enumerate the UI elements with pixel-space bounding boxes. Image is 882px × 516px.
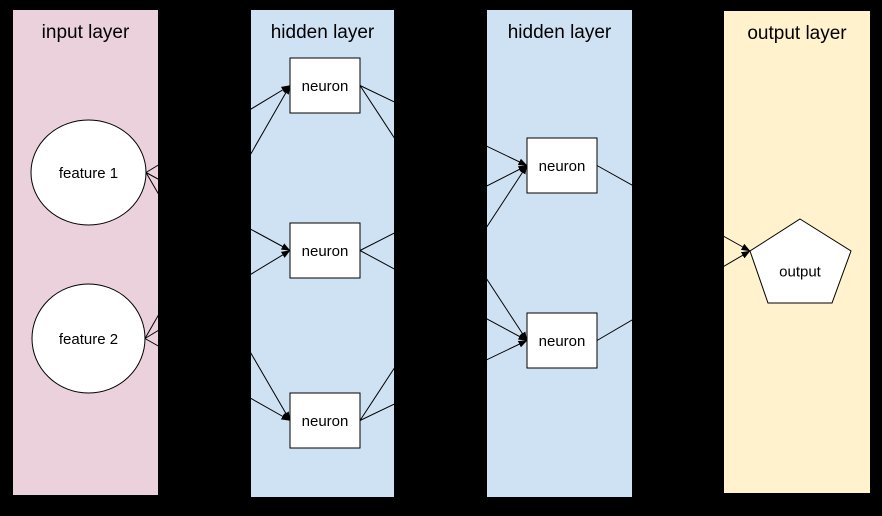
- hidden1-neuron-2-node: [289, 222, 361, 279]
- edge-hidden1-neuron-1-to-hidden2-neuron-1: [359, 85, 528, 166]
- hidden-layer-2-panel-title: hidden layer: [508, 22, 612, 43]
- hidden2-neuron-2-node: [526, 312, 598, 369]
- feature-2-node: [31, 283, 146, 394]
- edge-feature-1-to-hidden1-neuron-3: [145, 172, 291, 421]
- edge-hidden1-neuron-2-to-hidden2-neuron-2: [359, 250, 528, 341]
- input-layer-panel: [13, 10, 158, 495]
- edge-hidden2-neuron-2-to-output: [596, 250, 751, 341]
- hidden1-neuron-3-node-label: neuron: [302, 413, 349, 430]
- edge-hidden1-neuron-3-to-hidden2-neuron-1: [359, 165, 528, 421]
- output-node: [749, 218, 852, 304]
- hidden1-neuron-2-node-label: neuron: [302, 243, 349, 260]
- edge-hidden2-neuron-1-to-output: [596, 165, 751, 252]
- edge-hidden1-neuron-2-to-hidden2-neuron-1: [359, 165, 528, 251]
- hidden-layer-2-panel: [487, 10, 632, 497]
- hidden2-neuron-2-node-label: neuron: [539, 333, 586, 350]
- output-node-label: output: [779, 263, 822, 280]
- hidden2-neuron-1-node-label: neuron: [539, 158, 586, 175]
- feature-1-node: [30, 119, 147, 226]
- hidden1-neuron-3-node: [289, 392, 361, 449]
- hidden-layer-1-panel-title: hidden layer: [271, 22, 375, 43]
- feature-2-node-label: feature 2: [59, 331, 118, 348]
- input-layer-panel-title: input layer: [42, 22, 130, 43]
- edge-feature-2-to-hidden1-neuron-1: [144, 85, 291, 339]
- edge-feature-2-to-hidden1-neuron-2: [144, 250, 291, 339]
- edge-feature-1-to-hidden1-neuron-1: [145, 85, 291, 173]
- hidden2-neuron-1-node: [526, 137, 598, 194]
- edge-feature-2-to-hidden1-neuron-3: [144, 338, 291, 421]
- output-layer-panel-title: output layer: [747, 23, 847, 44]
- edge-hidden1-neuron-1-to-hidden2-neuron-2: [359, 85, 528, 341]
- hidden1-neuron-1-node: [289, 57, 361, 114]
- feature-1-node-label: feature 1: [59, 165, 118, 182]
- edge-hidden1-neuron-3-to-hidden2-neuron-2: [359, 340, 528, 421]
- hidden1-neuron-1-node-label: neuron: [302, 78, 349, 95]
